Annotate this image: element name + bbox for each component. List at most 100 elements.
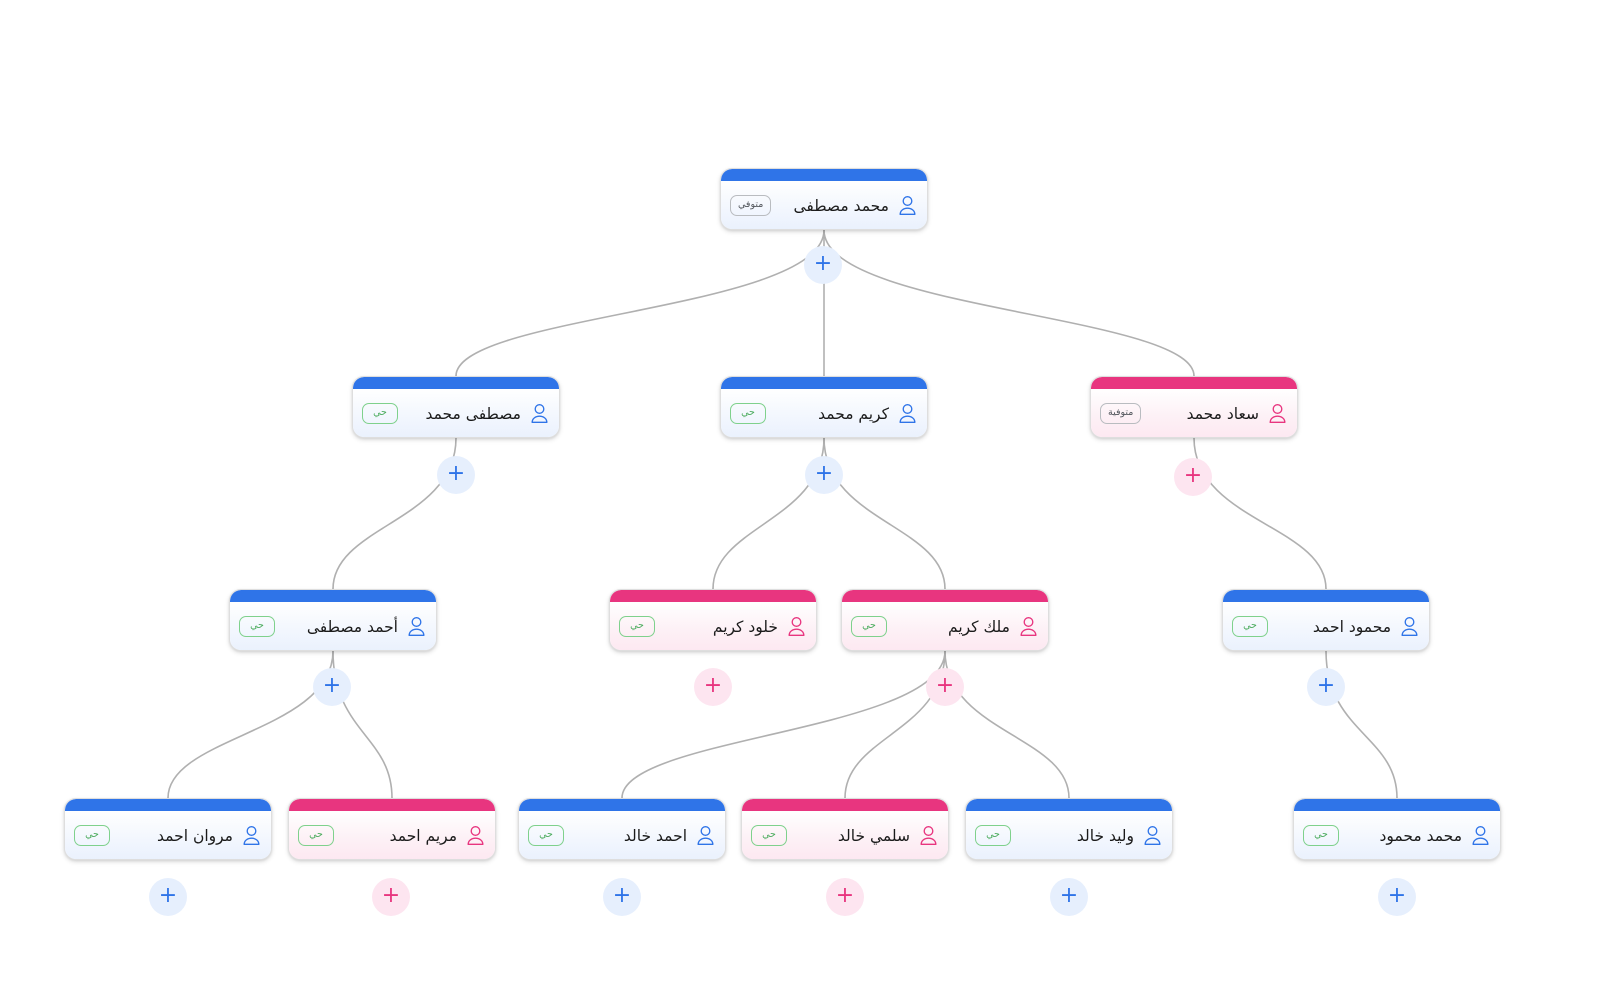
person-name: سلمي خالد bbox=[837, 826, 910, 845]
person-name: محمد محمود bbox=[1379, 826, 1462, 845]
card-body: أحمد مصطفى حي bbox=[230, 602, 436, 650]
card-gender-bar bbox=[742, 799, 948, 811]
plus-icon: + bbox=[1183, 462, 1203, 488]
plus-icon: + bbox=[1059, 882, 1079, 908]
card-gender-bar bbox=[289, 799, 495, 811]
card-gender-bar bbox=[610, 590, 816, 602]
card-body: ملك كريم حي bbox=[842, 602, 1048, 650]
plus-icon: + bbox=[158, 882, 178, 908]
person-icon bbox=[898, 195, 917, 216]
person-name: ملك كريم bbox=[948, 617, 1010, 636]
person-icon bbox=[898, 403, 917, 424]
plus-icon: + bbox=[935, 672, 955, 698]
status-badge: حي bbox=[1232, 616, 1268, 637]
person-icon bbox=[407, 616, 426, 637]
status-badge: حي bbox=[619, 616, 655, 637]
card-body: محمود احمد حي bbox=[1223, 602, 1429, 650]
status-badge: متوفية bbox=[1100, 403, 1142, 424]
plus-icon: + bbox=[1316, 672, 1336, 698]
add-child-button[interactable]: + bbox=[826, 878, 864, 916]
status-badge: حي bbox=[975, 825, 1011, 846]
person-name: أحمد مصطفى bbox=[306, 617, 398, 636]
add-child-button[interactable]: + bbox=[1174, 458, 1212, 496]
plus-icon: + bbox=[835, 882, 855, 908]
person-icon bbox=[919, 825, 938, 846]
status-badge: حي bbox=[528, 825, 564, 846]
person-card[interactable]: أحمد مصطفى حي bbox=[229, 589, 437, 651]
card-gender-bar bbox=[1294, 799, 1500, 811]
person-name: احمد خالد bbox=[623, 826, 687, 845]
add-child-button[interactable]: + bbox=[1307, 668, 1345, 706]
person-card[interactable]: مريم احمد حي bbox=[288, 798, 496, 860]
card-gender-bar bbox=[65, 799, 271, 811]
add-child-button[interactable]: + bbox=[694, 668, 732, 706]
person-card[interactable]: خلود كريم حي bbox=[609, 589, 817, 651]
person-name: وليد خالد bbox=[1076, 826, 1134, 845]
card-gender-bar bbox=[1091, 377, 1297, 389]
person-name: محمود احمد bbox=[1312, 617, 1391, 636]
card-gender-bar bbox=[230, 590, 436, 602]
plus-icon: + bbox=[322, 672, 342, 698]
add-child-button[interactable]: + bbox=[149, 878, 187, 916]
person-card[interactable]: سلمي خالد حي bbox=[741, 798, 949, 860]
card-gender-bar bbox=[842, 590, 1048, 602]
person-card[interactable]: مروان احمد حي bbox=[64, 798, 272, 860]
person-icon bbox=[242, 825, 261, 846]
person-name: مريم احمد bbox=[389, 826, 457, 845]
add-child-button[interactable]: + bbox=[1378, 878, 1416, 916]
card-gender-bar bbox=[721, 377, 927, 389]
status-badge: حي bbox=[74, 825, 110, 846]
card-gender-bar bbox=[1223, 590, 1429, 602]
person-icon bbox=[1143, 825, 1162, 846]
plus-icon: + bbox=[814, 460, 834, 486]
card-body: احمد خالد حي bbox=[519, 811, 725, 859]
person-name: مروان احمد bbox=[157, 826, 233, 845]
person-icon bbox=[1019, 616, 1038, 637]
add-child-button[interactable]: + bbox=[372, 878, 410, 916]
card-body: مروان احمد حي bbox=[65, 811, 271, 859]
plus-icon: + bbox=[381, 882, 401, 908]
person-icon bbox=[530, 403, 549, 424]
status-badge: حي bbox=[298, 825, 334, 846]
status-badge: حي bbox=[730, 403, 766, 424]
add-child-button[interactable]: + bbox=[804, 246, 842, 284]
person-card[interactable]: وليد خالد حي bbox=[965, 798, 1173, 860]
add-child-button[interactable]: + bbox=[1050, 878, 1088, 916]
person-icon bbox=[466, 825, 485, 846]
person-name: محمد مصطفى bbox=[793, 196, 889, 215]
card-body: خلود كريم حي bbox=[610, 602, 816, 650]
status-badge: حي bbox=[751, 825, 787, 846]
person-card[interactable]: محمد مصطفى متوفي bbox=[720, 168, 928, 230]
card-gender-bar bbox=[966, 799, 1172, 811]
add-child-button[interactable]: + bbox=[437, 456, 475, 494]
person-card[interactable]: ملك كريم حي bbox=[841, 589, 1049, 651]
card-body: محمد مصطفى متوفي bbox=[721, 181, 927, 229]
add-child-button[interactable]: + bbox=[603, 878, 641, 916]
person-icon bbox=[1471, 825, 1490, 846]
person-card[interactable]: احمد خالد حي bbox=[518, 798, 726, 860]
status-badge: حي bbox=[851, 616, 887, 637]
card-gender-bar bbox=[353, 377, 559, 389]
person-card[interactable]: محمود احمد حي bbox=[1222, 589, 1430, 651]
plus-icon: + bbox=[612, 882, 632, 908]
person-name: مصطفى محمد bbox=[425, 404, 521, 423]
add-child-button[interactable]: + bbox=[926, 668, 964, 706]
plus-icon: + bbox=[1387, 882, 1407, 908]
status-badge: متوفي bbox=[730, 195, 772, 216]
person-name: خلود كريم bbox=[712, 617, 778, 636]
card-gender-bar bbox=[519, 799, 725, 811]
add-child-button[interactable]: + bbox=[313, 668, 351, 706]
person-icon bbox=[696, 825, 715, 846]
add-child-button[interactable]: + bbox=[805, 456, 843, 494]
plus-icon: + bbox=[703, 672, 723, 698]
status-badge: حي bbox=[239, 616, 275, 637]
